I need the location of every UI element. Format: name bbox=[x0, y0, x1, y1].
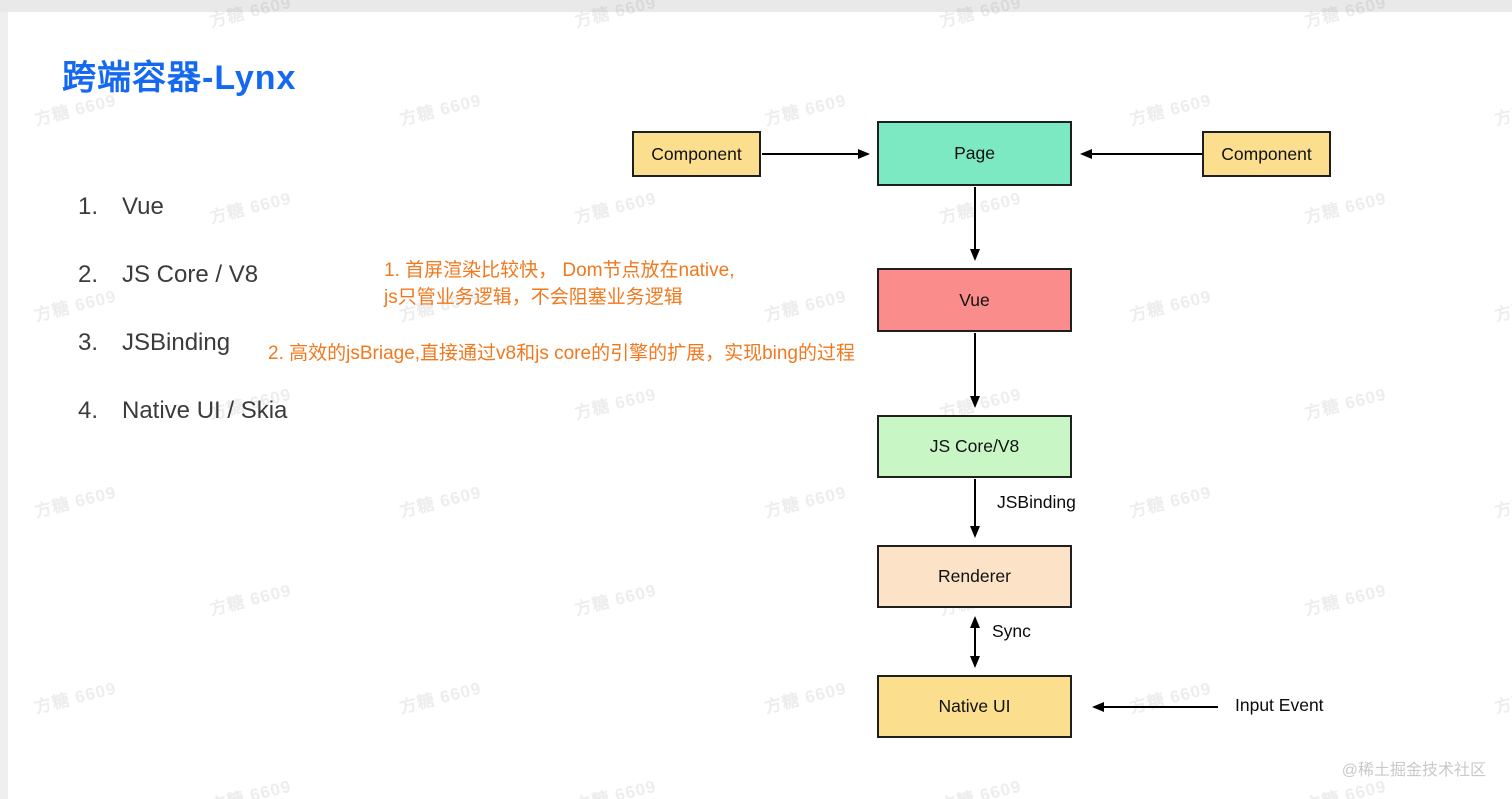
watermark-text: 方糖 6609 bbox=[1302, 384, 1389, 424]
watermark-text: 方糖 6609 bbox=[937, 188, 1024, 228]
watermark-text: 方糖 6609 bbox=[937, 776, 1024, 799]
annotation-note-1-line-1: 1. 首屏渲染比较快， Dom节点放在native, bbox=[384, 260, 735, 281]
list-item: 2. JS Core / V8 bbox=[78, 258, 287, 292]
watermark-text: 方糖 6609 bbox=[1492, 483, 1512, 522]
list-item-number: 1. bbox=[78, 193, 99, 220]
window-left-edge bbox=[0, 12, 8, 799]
edge-label-jsbinding: JSBinding bbox=[997, 492, 1076, 512]
list-item: 4. Native UI / Skia bbox=[78, 394, 287, 428]
node-component-right: Component bbox=[1202, 131, 1331, 177]
watermark-text: 方糖 6609 bbox=[1302, 580, 1389, 620]
list-item-label: Native UI / Skia bbox=[122, 397, 288, 424]
watermark-text: 方糖 6609 bbox=[1127, 482, 1214, 522]
annotation-note-2: 2. 高效的jsBriage,直接通过v8和js core的引擎的扩展，实现bi… bbox=[268, 343, 855, 364]
annotation-note-1-line-2: js只管业务逻辑，不会阻塞业务逻辑 bbox=[384, 287, 683, 308]
watermark-text: 方糖 6609 bbox=[397, 482, 484, 522]
list-item-label: Vue bbox=[122, 193, 164, 220]
watermark-text: 方糖 6609 bbox=[572, 580, 659, 620]
node-renderer: Renderer bbox=[877, 545, 1072, 608]
watermark-text: 方糖 6609 bbox=[762, 678, 849, 718]
watermark-text: 方糖 6609 bbox=[762, 286, 849, 326]
list-item-label: JS Core / V8 bbox=[122, 261, 259, 288]
watermark-text: 方糖 6609 bbox=[572, 188, 659, 228]
list-item-number: 4. bbox=[78, 397, 99, 424]
community-credit: @稀土掘金技术社区 bbox=[1341, 762, 1486, 779]
watermark-text: 方糖 6609 bbox=[207, 776, 294, 799]
watermark-text: 方糖 6609 bbox=[1492, 287, 1512, 326]
node-native-ui: Native UI bbox=[877, 675, 1072, 738]
watermark-text: 方糖 6609 bbox=[397, 90, 484, 130]
watermark-text: 方糖 6609 bbox=[1492, 679, 1512, 718]
watermark-text: 方糖 6609 bbox=[1127, 286, 1214, 326]
watermark-text: 方糖 6609 bbox=[32, 482, 119, 522]
watermark-text: 方糖 6609 bbox=[1127, 678, 1214, 718]
watermark-text: 方糖 6609 bbox=[1127, 90, 1214, 130]
watermark-text: 方糖 6609 bbox=[572, 776, 659, 799]
window-top-edge bbox=[0, 0, 1512, 12]
node-js-core-v8: JS Core/V8 bbox=[877, 415, 1072, 478]
watermark-text: 方糖 6609 bbox=[207, 580, 294, 620]
watermark-text: 方糖 6609 bbox=[1492, 91, 1512, 130]
list-item-number: 2. bbox=[78, 261, 99, 288]
feature-list: 1. Vue 2. JS Core / V8 3. JSBinding 4. N… bbox=[78, 190, 287, 462]
watermark-text: 方糖 6609 bbox=[762, 90, 849, 130]
node-component-left: Component bbox=[632, 131, 761, 177]
list-item-label: JSBinding bbox=[122, 329, 231, 356]
annotation-note-1: 1. 首屏渲染比较快， Dom节点放在native, js只管业务逻辑，不会阻塞… bbox=[384, 257, 735, 311]
page-title: 跨端容器-Lynx bbox=[62, 59, 297, 97]
node-vue: Vue bbox=[877, 268, 1072, 332]
edge-label-sync: Sync bbox=[992, 621, 1031, 641]
watermark-text: 方糖 6609 bbox=[32, 678, 119, 718]
node-page: Page bbox=[877, 121, 1072, 186]
list-item-number: 3. bbox=[78, 329, 99, 356]
list-item: 3. JSBinding bbox=[78, 326, 287, 360]
watermark-text: 方糖 6609 bbox=[572, 384, 659, 424]
watermark-text: 方糖 6609 bbox=[762, 482, 849, 522]
edge-label-input-event: Input Event bbox=[1235, 695, 1324, 715]
list-item: 1. Vue bbox=[78, 190, 287, 224]
watermark-text: 方糖 6609 bbox=[397, 678, 484, 718]
watermark-text: 方糖 6609 bbox=[1302, 188, 1389, 228]
